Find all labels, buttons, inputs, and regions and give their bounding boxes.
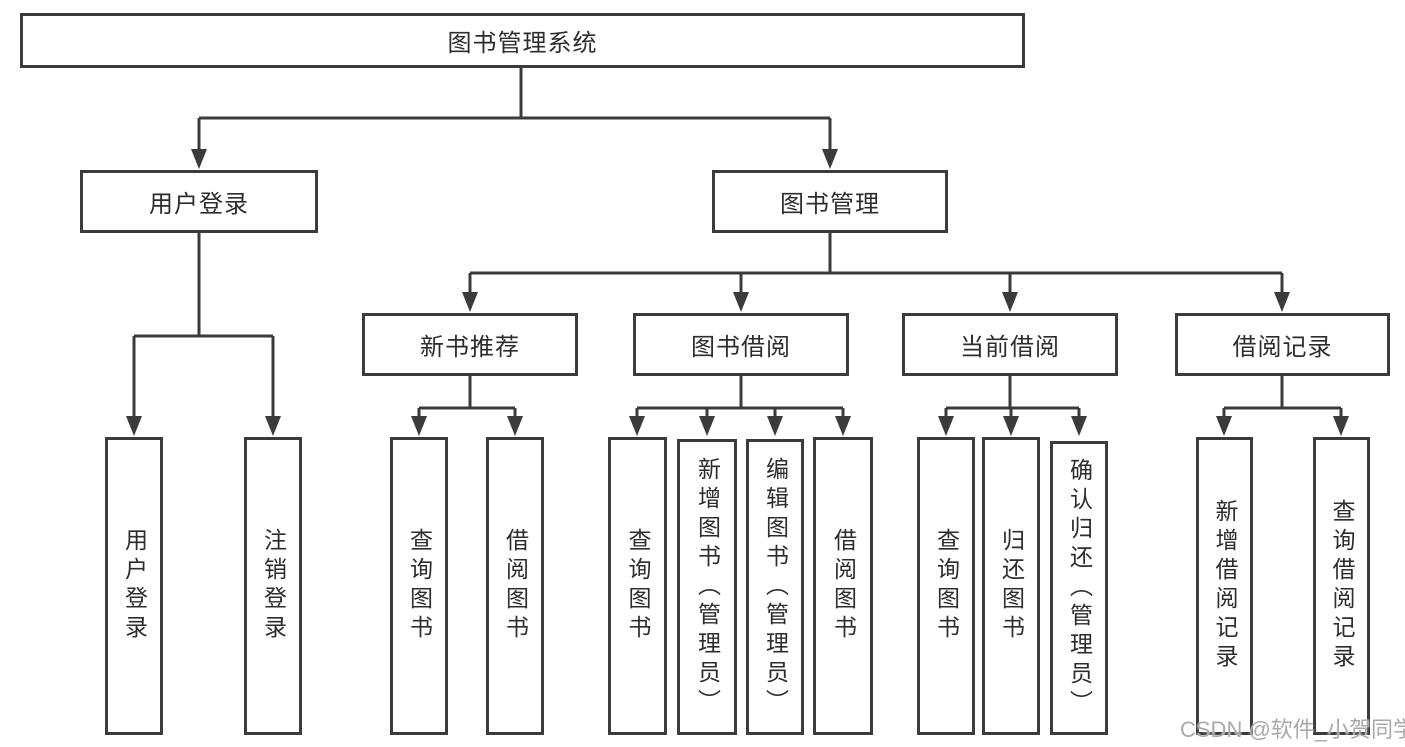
leaf-label: 注销登录	[260, 528, 287, 644]
leaf-return-books: 归还图书	[982, 437, 1040, 735]
leaf-query-books-recommend: 查询图书	[390, 437, 448, 735]
node-label: 当前借阅	[960, 334, 1060, 361]
node-new-book-recommend: 新书推荐	[362, 313, 578, 376]
node-book-management: 图书管理	[712, 170, 948, 233]
leaf-label: 查询图书	[933, 528, 960, 644]
node-library-system: 图书管理系统	[20, 13, 1025, 68]
node-label: 新书推荐	[420, 334, 520, 361]
leaf-label: 新增借阅记录	[1212, 499, 1238, 673]
leaf-label: 确认归还（管理员）	[1066, 457, 1093, 719]
node-current-borrowing: 当前借阅	[902, 313, 1118, 376]
leaf-borrow-books-recommend: 借阅图书	[486, 437, 544, 735]
leaf-label: 查询图书	[406, 528, 433, 644]
leaf-label: 查询借阅记录	[1329, 499, 1355, 673]
node-label: 借阅记录	[1232, 334, 1333, 361]
leaf-add-borrow-record: 新增借阅记录	[1196, 437, 1253, 735]
node-book-borrowing: 图书借阅	[633, 313, 849, 376]
leaf-logout: 注销登录	[244, 437, 302, 735]
node-borrow-records: 借阅记录	[1175, 313, 1390, 376]
node-label: 图书借阅	[691, 334, 791, 361]
node-label: 图书管理系统	[447, 30, 598, 57]
leaf-add-books-admin: 新增图书（管理员）	[677, 439, 737, 735]
leaf-label: 借阅图书	[502, 528, 529, 644]
leaf-query-books-borrowing: 查询图书	[608, 437, 667, 735]
watermark: CSDN @软件_小贺同学	[1180, 717, 1405, 742]
node-user-login: 用户登录	[80, 170, 318, 233]
leaf-query-borrow-record: 查询借阅记录	[1313, 437, 1370, 735]
leaf-borrow-books-borrowing: 借阅图书	[813, 437, 873, 735]
node-label: 图书管理	[780, 191, 880, 218]
leaf-confirm-return-admin: 确认归还（管理员）	[1050, 441, 1108, 735]
leaf-label: 查询图书	[625, 528, 651, 644]
leaf-label: 用户登录	[121, 528, 148, 644]
node-label: 用户登录	[149, 191, 249, 218]
leaf-label: 借阅图书	[830, 528, 857, 644]
leaf-label: 编辑图书（管理员）	[762, 456, 789, 718]
leaf-label: 新增图书（管理员）	[694, 456, 721, 718]
leaf-query-books-current: 查询图书	[917, 437, 975, 735]
leaf-label: 归还图书	[998, 528, 1025, 644]
leaf-user-login: 用户登录	[105, 437, 163, 735]
leaf-edit-books-admin: 编辑图书（管理员）	[746, 439, 804, 735]
